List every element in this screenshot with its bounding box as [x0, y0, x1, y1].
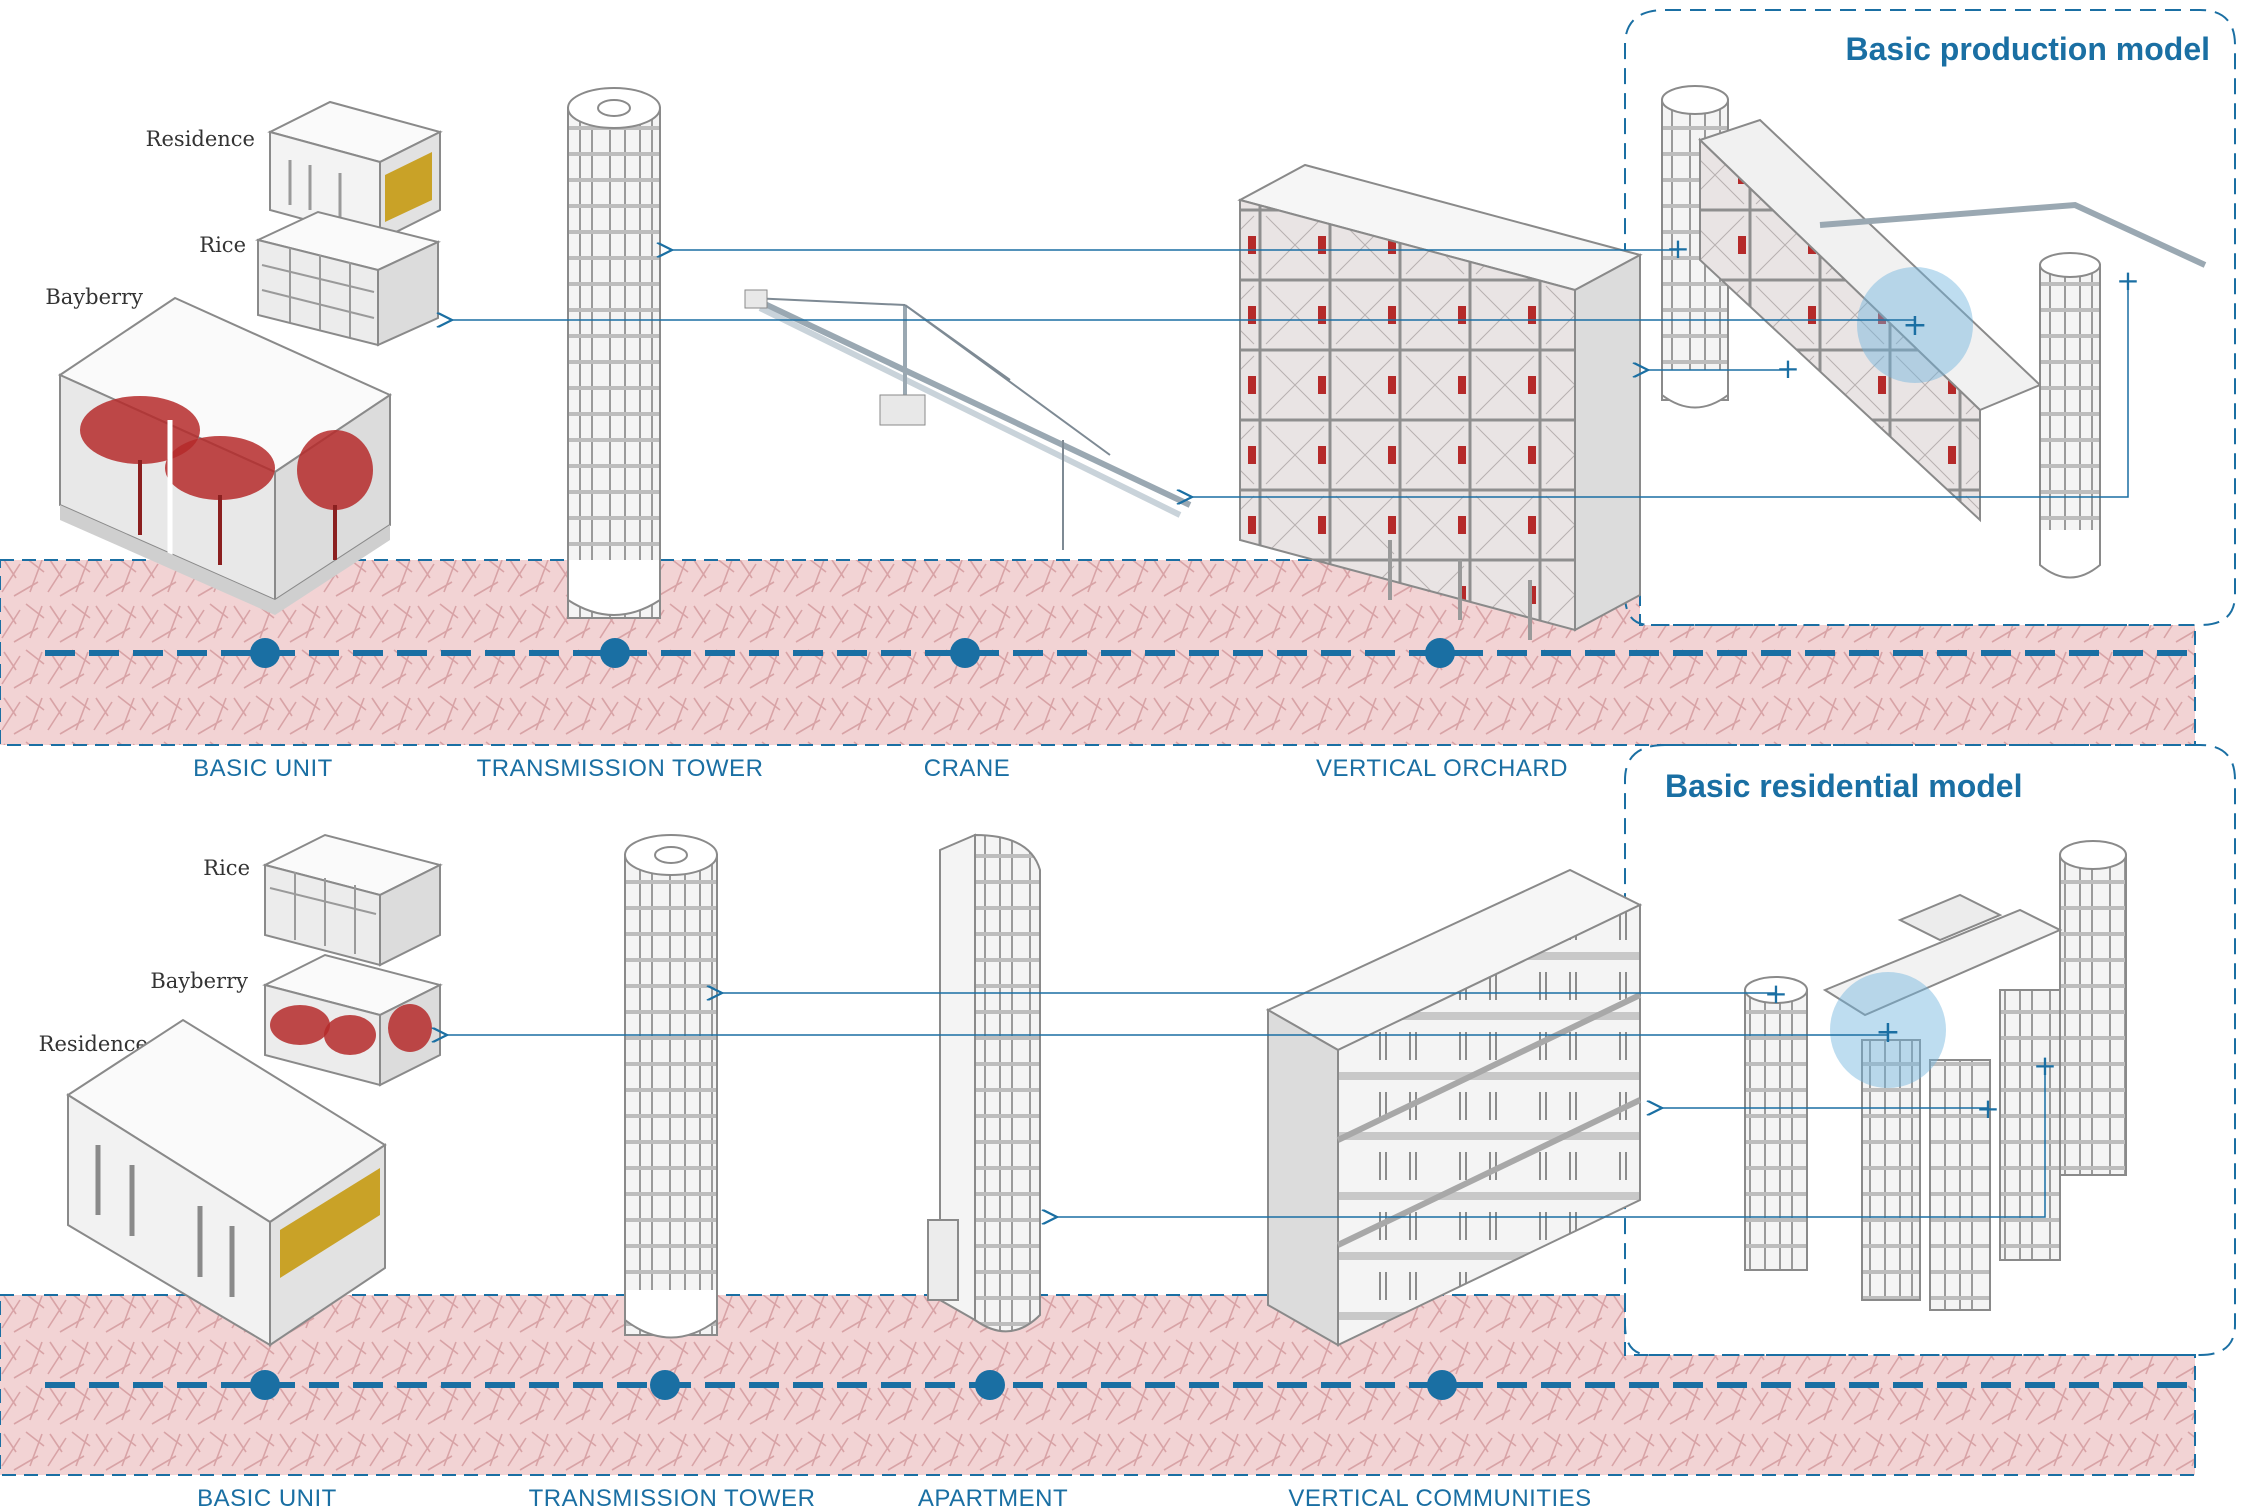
vertical-orchard [1237, 163, 1643, 640]
apartment-tower [927, 833, 1041, 1333]
timeline-node-basic-unit [250, 638, 280, 668]
module-label-bayberry: Bayberry [150, 969, 248, 993]
stage-label-basic-unit: BASIC UNIT [193, 755, 333, 782]
module-label-residence: Residence [39, 1032, 148, 1056]
residential-model-title: Basic residential model [1665, 768, 2022, 804]
production-highlight-bubble [1857, 267, 1973, 383]
plus-icon: + [1666, 232, 1689, 265]
residence-module [66, 1018, 387, 1347]
residential-panel: Basic residential model BASIC UNIT TRANS… [0, 744, 2236, 1507]
stage-label-vertical-orchard: VERTICAL ORCHARD [1316, 755, 1568, 782]
production-connectors [452, 250, 2129, 497]
timeline-node-vertical-orchard [1425, 638, 1455, 668]
stage-label-apartment: APARTMENT [918, 1485, 1068, 1507]
rice-module [262, 833, 443, 967]
timeline-node-transmission-tower [600, 638, 630, 668]
residence-module [267, 100, 443, 242]
stage-label-vertical-communities: VERTICAL COMMUNITIES [1288, 1485, 1591, 1507]
residential-ground-band [0, 1294, 2196, 1476]
module-label-residence: Residence [146, 127, 255, 151]
residential-connectors [447, 993, 2046, 1217]
vertical-communities-building [1265, 868, 1643, 1347]
transmission-tower [624, 834, 718, 1339]
stage-label-crane: CRANE [924, 755, 1011, 782]
timeline-node-vertical-communities [1427, 1370, 1457, 1400]
plus-icon: + [1902, 308, 1927, 343]
production-model-frame [1624, 9, 2236, 626]
residential-model-structure: + + + + [1744, 840, 2127, 1311]
plus-icon: + [2033, 1049, 2056, 1082]
module-label-rice: Rice [199, 233, 246, 257]
rice-module [255, 210, 441, 347]
plus-icon: + [1776, 352, 1799, 385]
stage-label-transmission-tower: TRANSMISSION TOWER [529, 1485, 816, 1507]
production-model-title: Basic production model [1846, 31, 2210, 67]
timeline-node-transmission-tower [650, 1370, 680, 1400]
plus-icon: + [1875, 1015, 1900, 1050]
stage-label-transmission-tower: TRANSMISSION TOWER [477, 755, 764, 782]
module-label-bayberry: Bayberry [45, 285, 143, 309]
production-panel: Basic production model BASIC UNIT TRANSM… [0, 9, 2236, 782]
timeline-node-apartment [975, 1370, 1005, 1400]
timeline-node-basic-unit [250, 1370, 280, 1400]
residential-highlight-bubble [1830, 972, 1946, 1088]
stage-label-basic-unit: BASIC UNIT [197, 1485, 337, 1507]
plus-icon: + [2116, 264, 2139, 297]
residential-model-frame [1624, 744, 2236, 1356]
production-model-structure: + + + + [1661, 85, 2207, 579]
crane [744, 289, 1192, 550]
timeline-node-crane [950, 638, 980, 668]
transmission-tower [567, 87, 661, 619]
bayberry-module [57, 296, 393, 615]
module-label-rice: Rice [203, 856, 250, 880]
bayberry-module [262, 953, 443, 1087]
